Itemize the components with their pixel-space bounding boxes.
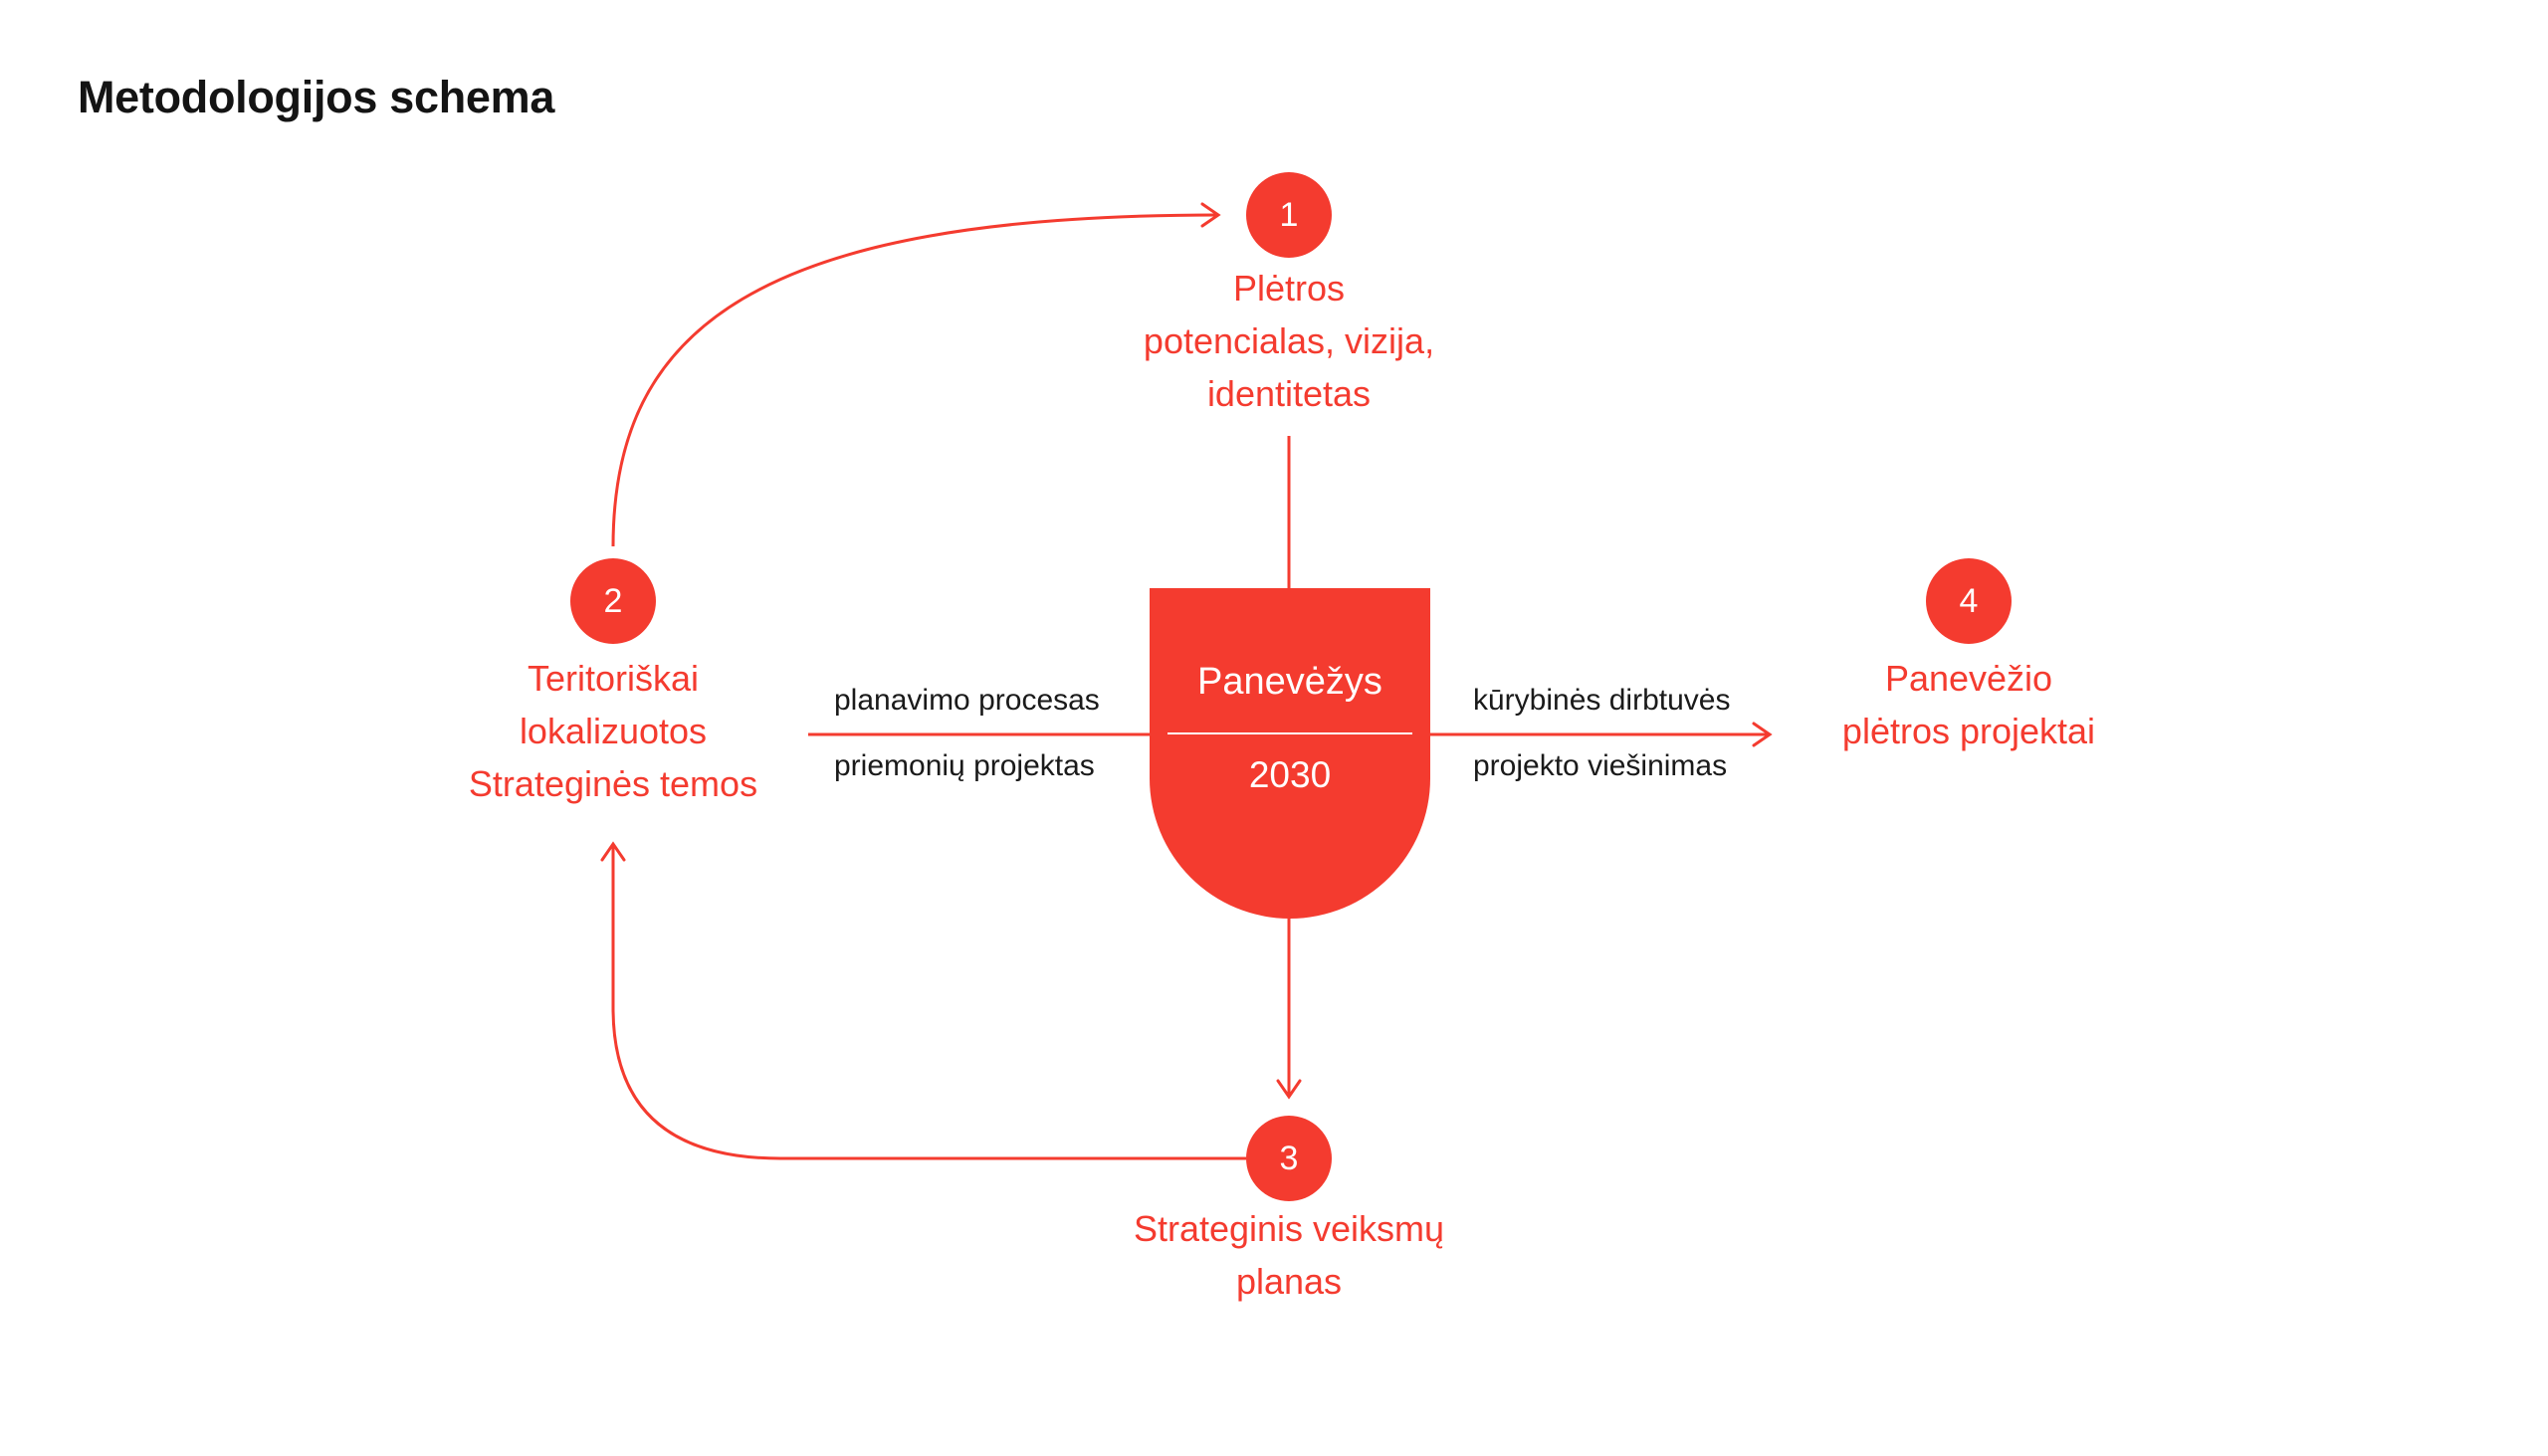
edge-node3-to-node2-curve xyxy=(600,841,1246,1160)
node-3-label: Strateginis veiksmų planas xyxy=(1030,1202,1548,1308)
node-3-line-1: Strateginis veiksmų xyxy=(1133,1208,1445,1249)
node-1-line-1: Plėtros xyxy=(1232,268,1346,309)
page-title: Metodologijos schema xyxy=(78,72,555,122)
edge-label-measures-project: priemonių projektas xyxy=(834,749,1095,782)
node-1-line-2: potencialas, vizija, xyxy=(1143,320,1435,361)
edge-label-project-publicity: projekto viešinimas xyxy=(1473,749,1728,782)
node-2-label: Teritoriškai lokalizuotos Strateginės te… xyxy=(384,652,842,810)
node-1-badge: 1 xyxy=(1246,172,1332,258)
node-3-line-2: planas xyxy=(1235,1261,1343,1302)
node-4-badge: 4 xyxy=(1926,558,2012,644)
shield-city-name: Panevėžys xyxy=(1197,661,1382,703)
edge-label-creative-workshops: kūrybinės dirbtuvės xyxy=(1473,684,1731,717)
node-4-line-1: Panevėžio xyxy=(1884,658,2053,699)
edge-label-planning-process: planavimo procesas xyxy=(834,684,1100,717)
node-1-line-3: identitetas xyxy=(1206,373,1372,414)
central-shield: Panevėžys 2030 xyxy=(1150,588,1430,919)
node-2-line-1: Teritoriškai xyxy=(527,658,700,699)
node-2-line-3: Strateginės temos xyxy=(468,763,758,804)
shield-year: 2030 xyxy=(1248,754,1332,795)
node-4-label: Panevėžio plėtros projektai xyxy=(1740,652,2198,757)
node-1-label: Plėtros potencialas, vizija, identitetas xyxy=(1060,262,1518,420)
shield-divider xyxy=(1168,732,1412,734)
node-4-line-2: plėtros projektai xyxy=(1841,711,2096,751)
node-3-badge: 3 xyxy=(1246,1116,1332,1201)
node-2-badge: 2 xyxy=(570,558,656,644)
node-2-line-2: lokalizuotos xyxy=(519,711,708,751)
